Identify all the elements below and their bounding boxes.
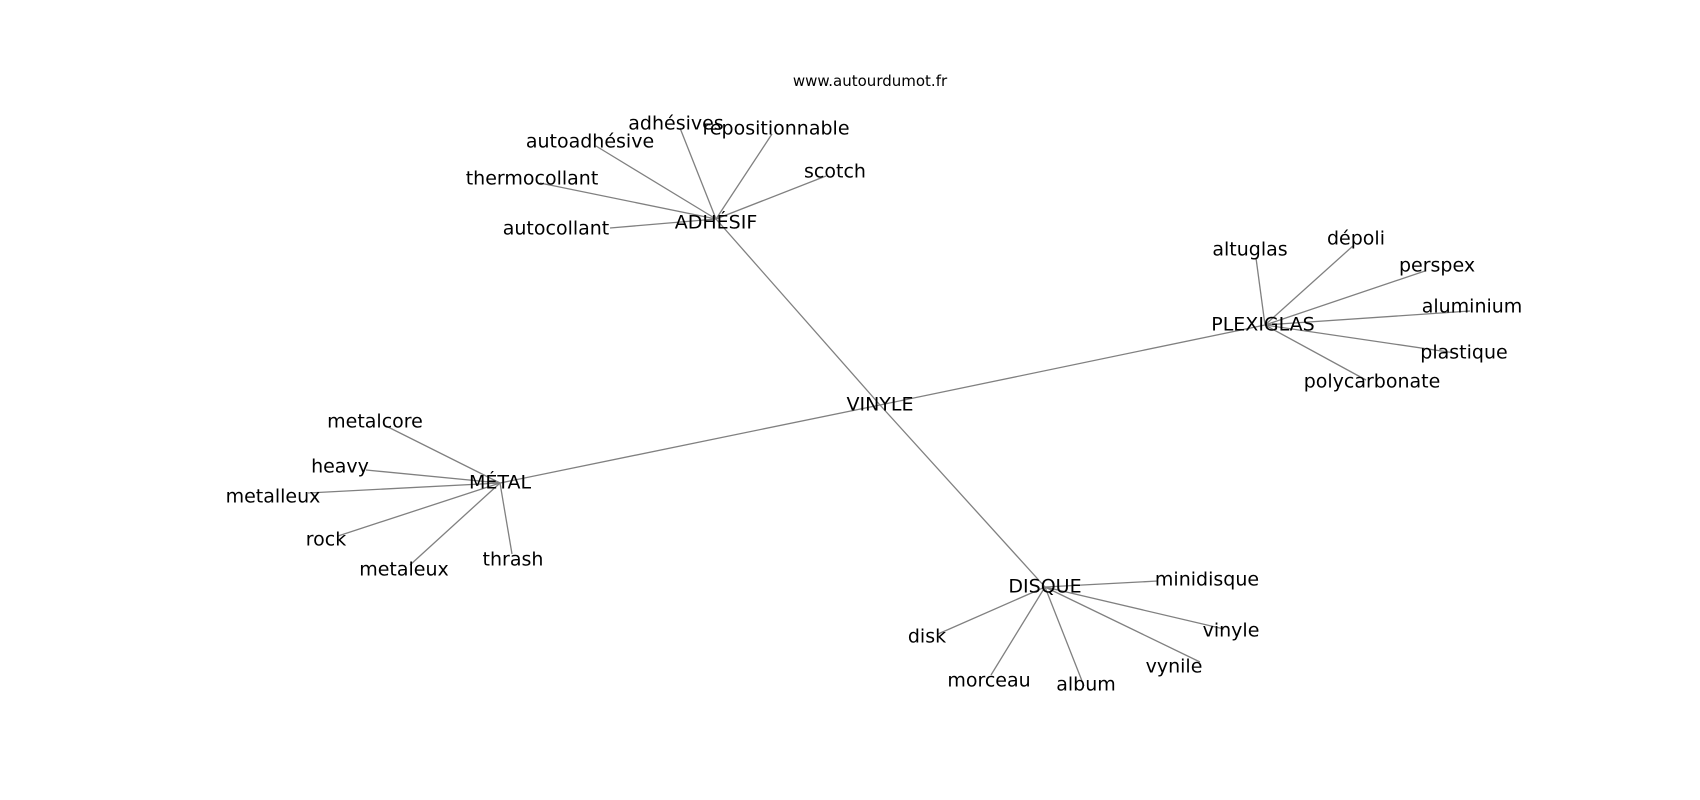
leaf-node-label: metalcore — [327, 411, 423, 433]
leaf-node-label: morceau — [947, 670, 1030, 692]
edge-hub-to-leaf — [1264, 310, 1471, 326]
leaf-node-label: minidisque — [1155, 569, 1259, 591]
edge-root-to-hub — [499, 404, 881, 484]
edge-hub-to-leaf — [595, 145, 717, 220]
edge-hub-to-leaf — [1264, 244, 1355, 326]
leaf-node-label: vynile — [1146, 656, 1203, 678]
hub-node-label: PLEXIGLAS — [1211, 314, 1314, 336]
leaf-node-label: autocollant — [503, 218, 610, 240]
edge-hub-to-leaf — [609, 218, 717, 229]
leaf-node-label: autoadhésive — [526, 131, 654, 153]
leaf-node-label: disk — [908, 626, 946, 648]
leaf-node-label: plastique — [1420, 342, 1507, 364]
edge-hub-to-leaf — [1044, 586, 1085, 687]
edge-hub-to-leaf — [990, 586, 1046, 676]
edge-hub-to-leaf — [409, 482, 501, 566]
edge-root-to-hub — [715, 218, 881, 406]
leaf-node-label: scotch — [804, 161, 866, 183]
edge-hub-to-leaf — [1044, 586, 1201, 663]
leaf-node-label: aluminium — [1422, 296, 1523, 318]
leaf-node-label: metalleux — [226, 486, 321, 508]
leaf-node-label: vinyle — [1203, 620, 1260, 642]
root-node-label: VINYLE — [846, 394, 913, 416]
leaf-node-label: metaleux — [359, 559, 449, 581]
leaf-node-label: perspex — [1399, 255, 1475, 277]
leaf-node-label: adhésives — [628, 113, 723, 135]
leaf-node-label: thermocollant — [466, 168, 599, 190]
edge-hub-to-leaf — [937, 586, 1046, 635]
hub-node-label: MÉTAL — [469, 471, 532, 494]
edge-hub-to-leaf — [1264, 324, 1367, 381]
leaf-node-label: repositionnable — [702, 118, 849, 140]
edge-hub-to-leaf — [1044, 580, 1159, 588]
edge-hub-to-leaf — [1264, 324, 1456, 354]
edge-hub-to-leaf — [679, 127, 717, 220]
edge-hub-to-leaf — [1044, 586, 1225, 630]
hub-node-label: DISQUE — [1008, 576, 1081, 598]
leaf-node-label: polycarbonate — [1304, 371, 1441, 393]
leaf-node-label: heavy — [311, 456, 369, 478]
hub-node-label: ADHÉSIF — [675, 211, 758, 234]
watermark: www.autourdumot.fr — [792, 72, 948, 90]
edge-hub-to-leaf — [539, 182, 717, 220]
edge-hub-to-leaf — [307, 482, 501, 494]
edge-hub-to-leaf — [715, 175, 827, 220]
edge-root-to-hub — [879, 324, 1266, 406]
edge-hub-to-leaf — [385, 425, 501, 484]
leaf-node-label: dépoli — [1327, 228, 1385, 250]
edge-hub-to-leaf — [365, 469, 501, 484]
edge-root-to-hub — [879, 404, 1046, 588]
leaf-node-label: album — [1056, 674, 1116, 696]
leaf-node-label: thrash — [483, 549, 544, 571]
leaf-node-label: altuglas — [1212, 239, 1287, 261]
graph-edges — [307, 127, 1471, 687]
edge-hub-to-leaf — [1255, 257, 1266, 326]
edge-hub-to-leaf — [1264, 270, 1426, 326]
leaf-node-label: rock — [306, 529, 346, 551]
edge-hub-to-leaf — [499, 482, 513, 555]
edge-hub-to-leaf — [337, 482, 501, 537]
edge-hub-to-leaf — [715, 133, 773, 220]
